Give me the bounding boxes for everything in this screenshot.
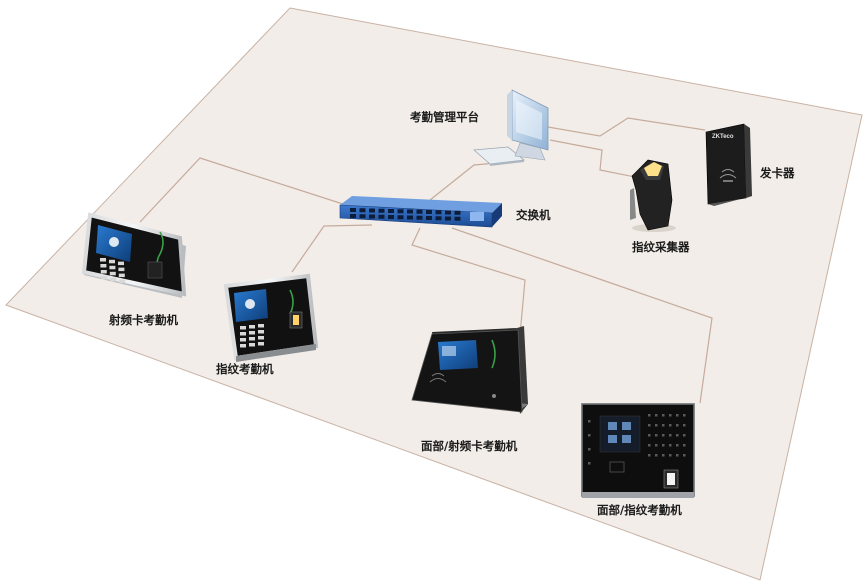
label-face-rfid-terminal: 面部/射频卡考勤机 <box>421 439 517 453</box>
label-switch: 交换机 <box>516 208 551 222</box>
floor-plane <box>6 8 862 580</box>
fingerprint-attendance-terminal-icon <box>226 276 316 362</box>
card-reader-icon: ZKTeco <box>706 124 752 206</box>
label-fingerprint-reader: 指纹采集器 <box>632 240 690 254</box>
label-fingerprint-terminal: 指纹考勤机 <box>216 362 274 376</box>
label-rfid-terminal: 射频卡考勤机 <box>109 313 178 327</box>
label-face-fingerprint-terminal: 面部/指纹考勤机 <box>597 503 682 517</box>
label-platform: 考勤管理平台 <box>410 110 479 124</box>
face-fingerprint-terminal-icon <box>582 404 694 498</box>
card-issuer-brand: ZKTeco <box>712 134 734 140</box>
label-card-issuer: 发卡器 <box>760 166 795 180</box>
